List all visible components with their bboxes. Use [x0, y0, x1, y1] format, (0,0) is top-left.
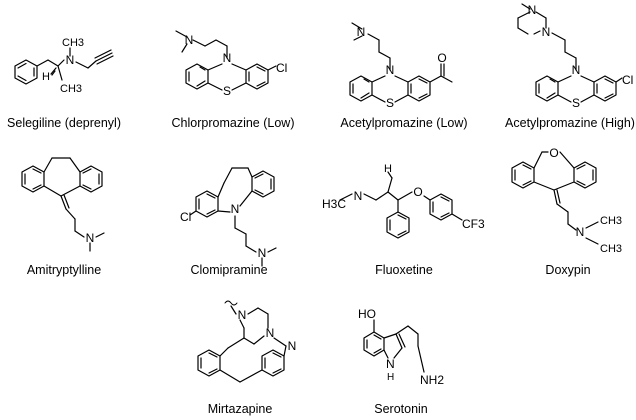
structure-amitryptylline: N [21, 157, 105, 252]
structure-acetylpromazine-high: N N N Cl S [517, 3, 633, 110]
caption-acetylpromazine-low: Acetylpromazine (Low) [340, 116, 468, 130]
atom-label: O [413, 185, 422, 199]
caption-selegiline: Selegiline (deprenyl) [7, 116, 121, 130]
atom-label: H3C [322, 197, 346, 211]
atom-label: N [528, 3, 537, 17]
caption-chlorpromazine: Chlorpromazine (Low) [171, 116, 295, 130]
atom-label: Cl [180, 210, 191, 224]
atom-label: N [185, 33, 194, 47]
atom-label: N [354, 189, 363, 203]
atom-label: H [384, 163, 392, 175]
atom-label: Cl [276, 61, 287, 75]
structure-clomipramine: Cl N N [180, 167, 277, 267]
caption-doxypin: Doxypin [545, 263, 591, 277]
atom-label: N [258, 246, 267, 260]
atom-label: N [86, 231, 95, 245]
caption-amitryptylline: Amitryptylline [26, 263, 102, 277]
caption-fluoxetine: Fluoxetine [375, 263, 433, 277]
atom-label: N [266, 326, 275, 340]
atom-label: S [223, 84, 231, 98]
structure-fluoxetine: H N H3C O CF3 [322, 163, 485, 239]
atom-label: N [66, 53, 75, 67]
atom-label: CH3 [600, 243, 622, 255]
atom-label: S [386, 96, 394, 110]
atom-label: H [42, 71, 50, 83]
atom-label: H [387, 372, 394, 383]
atom-label: N [357, 25, 366, 39]
atom-label: S [572, 96, 580, 110]
atom-label: CF3 [462, 217, 485, 231]
structure-mirtazapine: N N N [197, 300, 297, 383]
atom-label: N [231, 202, 240, 216]
atom-label: N [386, 357, 395, 371]
atom-label: N [576, 225, 585, 239]
atom-label: CH3 [62, 37, 84, 49]
atom-label: Cl [622, 73, 633, 87]
atom-label: O [549, 146, 558, 160]
atom-label: CH3 [600, 215, 622, 227]
structure-selegiline: N CH3 H CH3 [14, 37, 114, 95]
atom-label: N [238, 308, 247, 322]
caption-acetylpromazine-high: Acetylpromazine (High) [505, 116, 635, 130]
structure-acetylpromazine-low: N N S O [349, 22, 453, 110]
structure-doxypin: O N CH3 CH3 [511, 146, 622, 255]
atom-label: NH2 [420, 373, 444, 387]
structure-serotonin: HO N H NH2 [358, 307, 444, 387]
atom-label: N [223, 51, 232, 65]
atom-label: N [542, 25, 551, 39]
caption-mirtazapine: Mirtazapine [207, 402, 273, 416]
atom-label: CH3 [60, 83, 82, 95]
atom-label: N [386, 63, 395, 77]
caption-serotonin: Serotonin [374, 402, 428, 416]
structure-chlorpromazine: N N Cl S [175, 30, 287, 98]
atom-label: N [288, 339, 297, 353]
atom-label: O [437, 51, 446, 65]
atom-label: HO [358, 307, 376, 321]
caption-clomipramine: Clomipramine [190, 263, 268, 277]
atom-label: N [572, 63, 581, 77]
